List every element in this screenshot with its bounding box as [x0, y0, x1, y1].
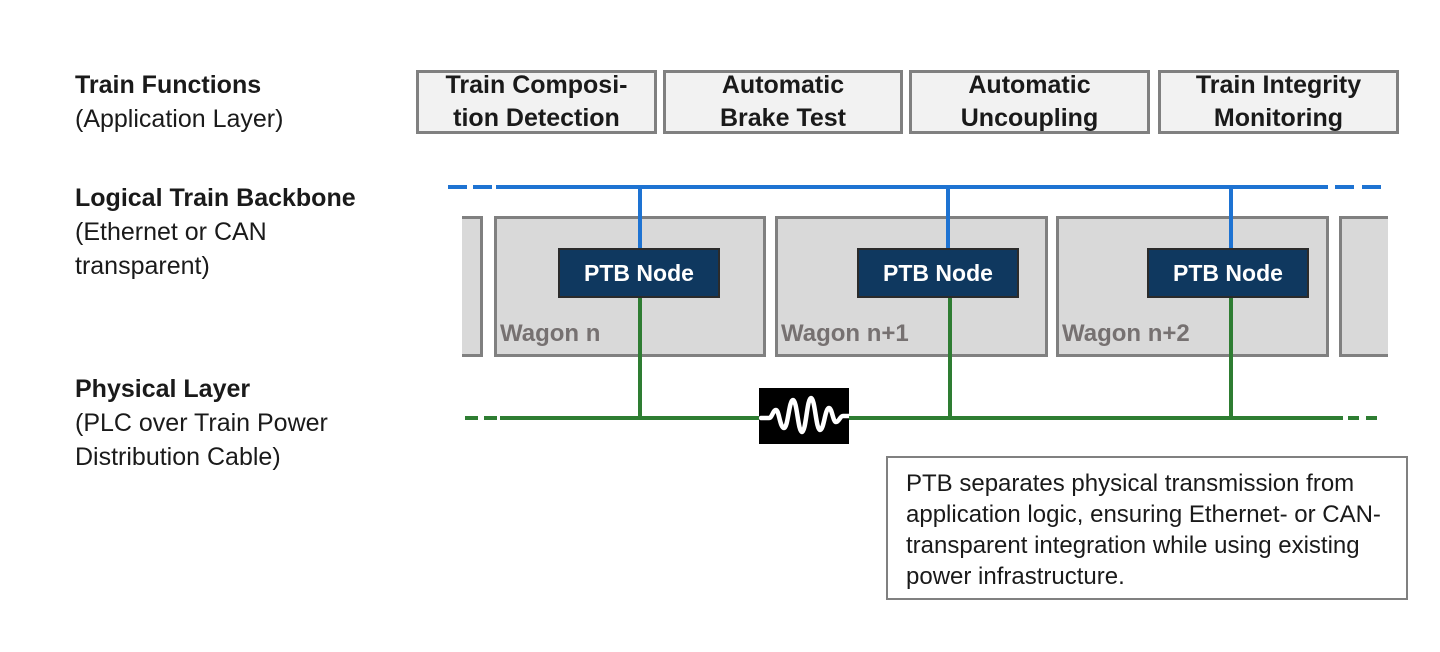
wagon-partial-left: [462, 216, 483, 357]
physical-connector: [1229, 297, 1233, 419]
function-box-brake-test: Automatic Brake Test: [663, 70, 903, 134]
backbone-line-dash: [473, 185, 492, 189]
layer-label-backbone: Logical Train Backbone (Ethernet or CAN …: [75, 181, 356, 283]
backbone-line-dash: [1362, 185, 1381, 189]
layer-subtitle: (Ethernet or CAN transparent): [75, 218, 267, 280]
physical-connector: [638, 297, 642, 419]
backbone-line: [496, 185, 1328, 189]
backbone-connector: [638, 187, 642, 249]
physical-line: [849, 416, 1343, 420]
note-box: PTB separates physical transmission from…: [886, 456, 1408, 600]
ptb-node: PTB Node: [857, 248, 1019, 298]
physical-line-dash: [1366, 416, 1377, 420]
layer-title: Logical Train Backbone: [75, 184, 356, 212]
ptb-node: PTB Node: [1147, 248, 1309, 298]
layer-title: Train Functions: [75, 71, 262, 99]
layer-subtitle: (Application Layer): [75, 105, 284, 133]
layer-subtitle: (PLC over Train Power Distribution Cable…: [75, 409, 328, 471]
sine-wave-icon: [758, 388, 852, 444]
layer-label-physical: Physical Layer (PLC over Train Power Dis…: [75, 372, 328, 474]
layer-label-application: Train Functions (Application Layer): [75, 68, 283, 136]
wagon-partial-right: [1339, 216, 1388, 357]
function-box-uncoupling: Automatic Uncoupling: [909, 70, 1150, 134]
ptb-node: PTB Node: [558, 248, 720, 298]
layer-title: Physical Layer: [75, 375, 251, 403]
function-box-integrity-monitoring: Train Integrity Monitoring: [1158, 70, 1399, 134]
note-text: PTB separates physical transmission from…: [906, 470, 1381, 590]
backbone-connector: [946, 187, 950, 249]
physical-line-dash: [1348, 416, 1359, 420]
backbone-connector: [1229, 187, 1233, 249]
backbone-line-dash: [448, 185, 467, 189]
physical-line-dash: [465, 416, 478, 420]
wagon-label: Wagon n+1: [781, 320, 909, 347]
wagon-n: Wagon n: [494, 216, 766, 357]
physical-line: [500, 416, 760, 420]
backbone-line-dash: [1335, 185, 1354, 189]
function-box-composition-detection: Train Composi- tion Detection: [416, 70, 657, 134]
wagon-label: Wagon n+2: [1062, 320, 1190, 347]
physical-connector: [948, 297, 952, 419]
physical-line-dash: [484, 416, 497, 420]
wagon-label: Wagon n: [500, 320, 601, 347]
